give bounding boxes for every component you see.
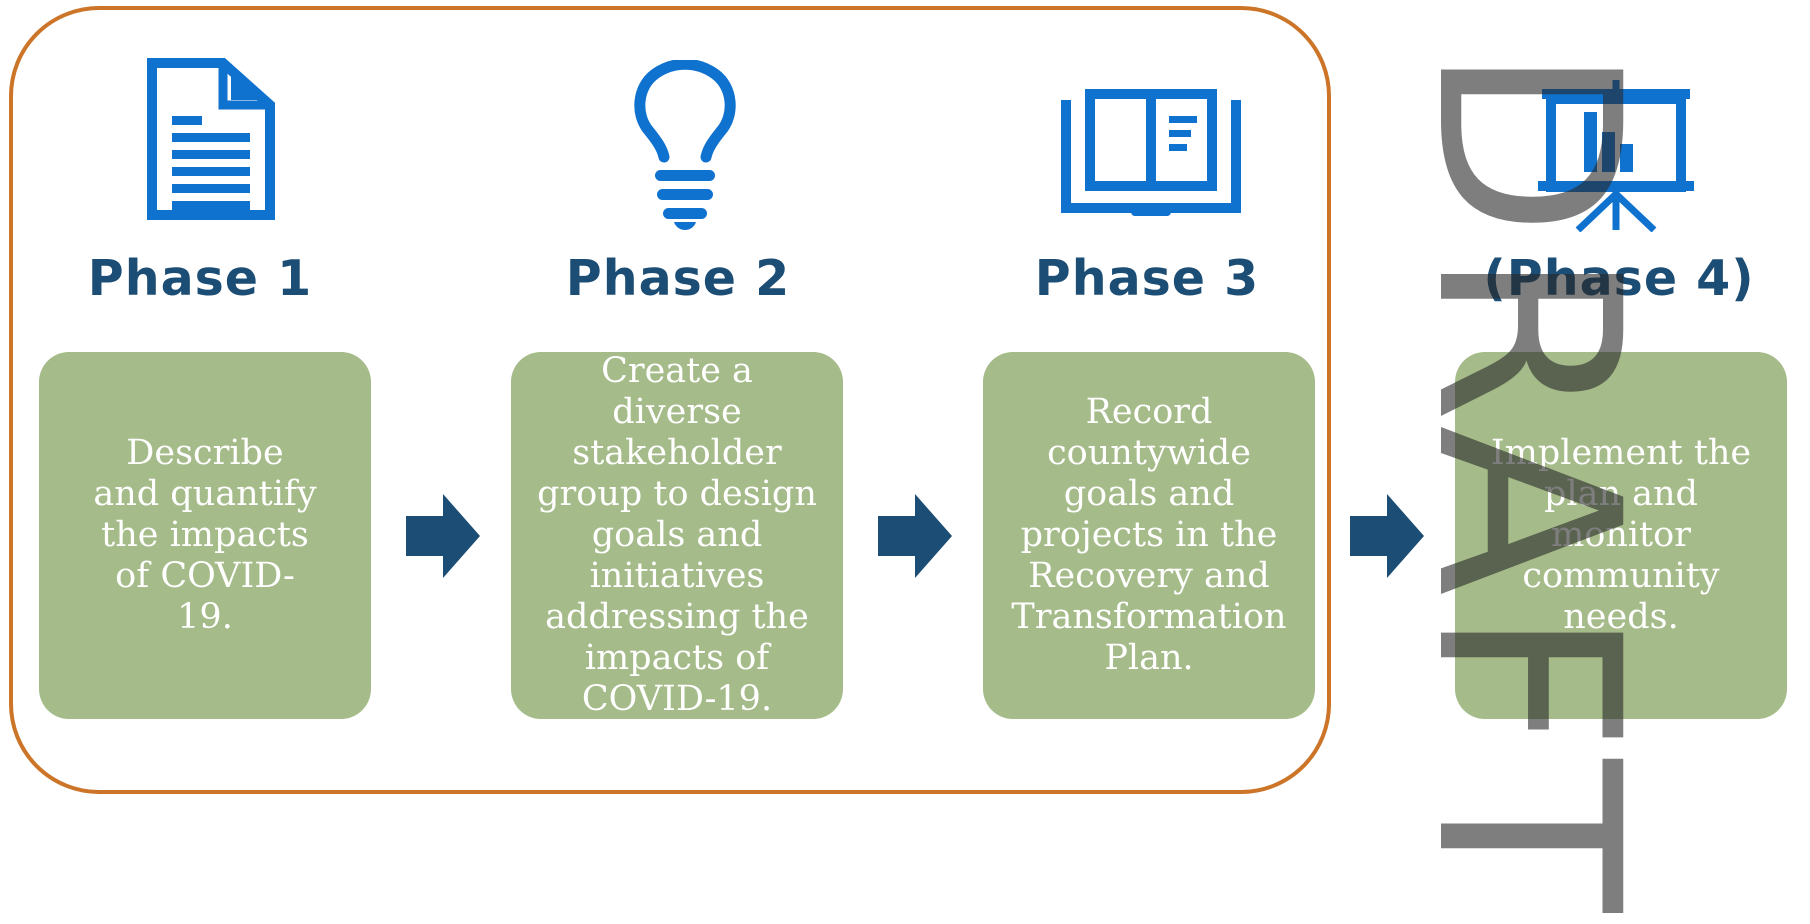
phase-1-title: Phase 1 (87, 250, 313, 307)
phase-2-box: Create a diverse stakeholder group to de… (511, 351, 843, 719)
phases-1-3-frame (9, 6, 1331, 794)
phase-4-title: (Phase 4) (1483, 250, 1755, 307)
arrow-right-icon (1350, 494, 1424, 578)
arrow-right-icon (878, 494, 952, 578)
open-book-icon (1061, 88, 1241, 222)
phase-2-description: Create a diverse stakeholder group to de… (537, 351, 817, 719)
phase-1-description: Describe and quantify the impacts of COV… (93, 433, 317, 637)
phase-3-description: Record countywide goals and projects in … (1011, 392, 1287, 678)
phase-3-box: Record countywide goals and projects in … (983, 352, 1315, 719)
phase-3-title: Phase 3 (1034, 250, 1260, 307)
lightbulb-icon (631, 60, 739, 230)
arrow-right-icon (406, 494, 480, 578)
phase-4-box: Implement the plan and monitor community… (1455, 352, 1787, 719)
presentation-board-icon (1538, 80, 1694, 232)
phase-4-description: Implement the plan and monitor community… (1490, 433, 1752, 637)
document-icon (147, 58, 275, 220)
phase-1-box: Describe and quantify the impacts of COV… (39, 352, 371, 719)
phase-2-title: Phase 2 (565, 250, 791, 307)
